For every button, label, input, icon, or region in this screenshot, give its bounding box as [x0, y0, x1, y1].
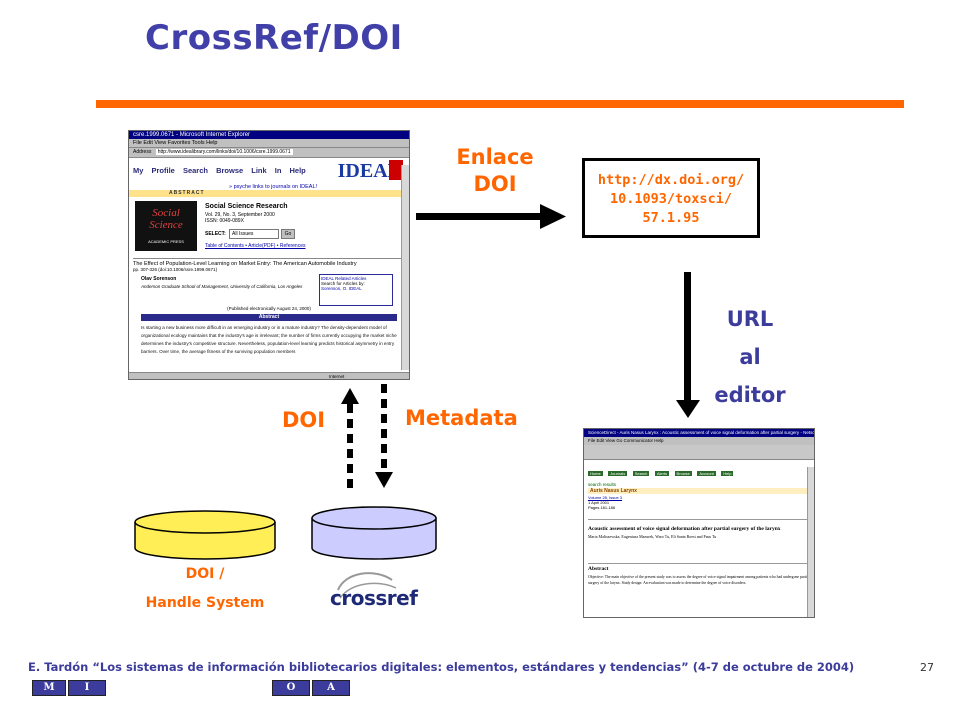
abstract-text: Is starting a new business more difficul…: [141, 325, 397, 354]
shot2-titlebar: ScienceDirect - Auris Nasus Larynx : Aco…: [584, 429, 814, 437]
doi-arrow-label: DOI: [282, 408, 326, 432]
shot1-scrollbar[interactable]: [401, 165, 409, 370]
shot1-menubar: File Edit View Favorites Tools Help: [129, 139, 409, 147]
journal-block: Social Science ACADEMIC PRESS Social Sci…: [129, 197, 409, 255]
enlace-doi-label: Enlace DOI: [456, 145, 534, 196]
shot1-statusbar: Internet: [129, 372, 409, 379]
sd-nav-help[interactable]: Help: [721, 471, 734, 476]
footer-citation: E. Tardón “Los sistemas de información b…: [28, 660, 855, 674]
sd-authors: Marta Maliszewska, Eugeniusz Mazurek, Wa…: [588, 534, 717, 539]
ideal-promo: » psyche links to journals on IDEAL!: [229, 184, 318, 190]
sd-journal-name: Auris Nasus Larynx: [588, 488, 810, 494]
nav-button-i[interactable]: I: [68, 680, 106, 696]
ideal-screenshot: csre.1999.0671 - Microsoft Internet Expl…: [128, 130, 410, 380]
shot2-scrollbar[interactable]: [807, 467, 814, 617]
sciencedirect-screenshot: ScienceDirect - Auris Nasus Larynx : Aco…: [583, 428, 815, 618]
doi-url-box: http://dx.doi.org/ 10.1093/toxsci/ 57.1.…: [582, 158, 760, 238]
sd-abstract-header: Abstract: [588, 563, 810, 572]
ideal-header: My Profile Search Browse Link In Help ID…: [129, 158, 409, 184]
arrow-doi-up: [341, 388, 359, 494]
sd-nav-buttons: Home Journals Search Alerts Browse Accou…: [584, 460, 814, 482]
article-title: The Effect of Population-Level Learning …: [133, 258, 405, 267]
author-block: Olav Sorenson Anderson Graduate School o…: [129, 272, 409, 306]
sd-article-title: Acoustic assessment of voice signal defo…: [588, 519, 810, 532]
arrow-metadata-down: [375, 384, 393, 488]
handle-system-label: DOI / Handle System: [145, 566, 265, 611]
sd-nav-browse[interactable]: Browse: [674, 471, 692, 476]
ideal-logo: IDEAL: [337, 160, 401, 182]
metadata-arrow-label: Metadata: [405, 406, 518, 430]
journal-title: Social Science Research: [205, 203, 288, 210]
go-button[interactable]: Go: [281, 229, 295, 239]
sd-issue-block: Volume 28, Issue 3 1 April 2001 Pages 18…: [588, 495, 623, 510]
crossref-cylinder: [311, 506, 437, 560]
sd-nav-alerts[interactable]: Alerts: [654, 471, 670, 476]
ideal-nav: My Profile Search Browse Link In Help: [133, 166, 306, 175]
page-number: 27: [920, 661, 934, 674]
nav-button-o[interactable]: O: [272, 680, 310, 696]
crossref-logo: crossref: [330, 586, 418, 610]
journal-cover: Social Science ACADEMIC PRESS: [135, 201, 197, 251]
sd-nav-search[interactable]: Search: [632, 471, 650, 476]
related-articles-box: IDEAL Related Articles Search for Articl…: [319, 274, 393, 306]
sd-nav-account[interactable]: Account: [697, 471, 716, 476]
sd-nav-home[interactable]: Home: [588, 471, 603, 476]
url-al-editor-label: URL al editor: [714, 307, 786, 407]
abstract-strip: ABSTRACT: [129, 190, 409, 197]
nav-button-m[interactable]: M: [32, 680, 66, 696]
abstract-header: Abstract: [141, 314, 397, 321]
ideal-logo-mark: [389, 160, 403, 180]
shot1-addressbar: Address http://www.idealibrary.com/links…: [129, 147, 409, 158]
arrow-to-url: [416, 204, 566, 229]
title-rule: [96, 100, 904, 108]
shot2-menubar: File Edit View Go Communicator Help: [584, 437, 814, 445]
nav-button-a[interactable]: A: [312, 680, 350, 696]
toc-links[interactable]: Table of Contents • Article(PDF) • Refer…: [205, 243, 306, 249]
crossref-logo-mark: [337, 572, 397, 599]
sd-abstract-text: Objective: The main objective of the pre…: [588, 575, 810, 585]
arrow-to-publisher: [676, 272, 700, 418]
slide-title: CrossRef/DOI: [145, 18, 403, 58]
handle-system-cylinder: [134, 510, 276, 560]
sd-nav-journals[interactable]: Journals: [608, 471, 628, 476]
sd-results-link[interactable]: search results: [588, 482, 617, 487]
shot1-titlebar: csre.1999.0671 - Microsoft Internet Expl…: [129, 131, 409, 139]
issue-select[interactable]: All Issues: [229, 229, 279, 239]
shot2-toolbar: [584, 445, 814, 460]
